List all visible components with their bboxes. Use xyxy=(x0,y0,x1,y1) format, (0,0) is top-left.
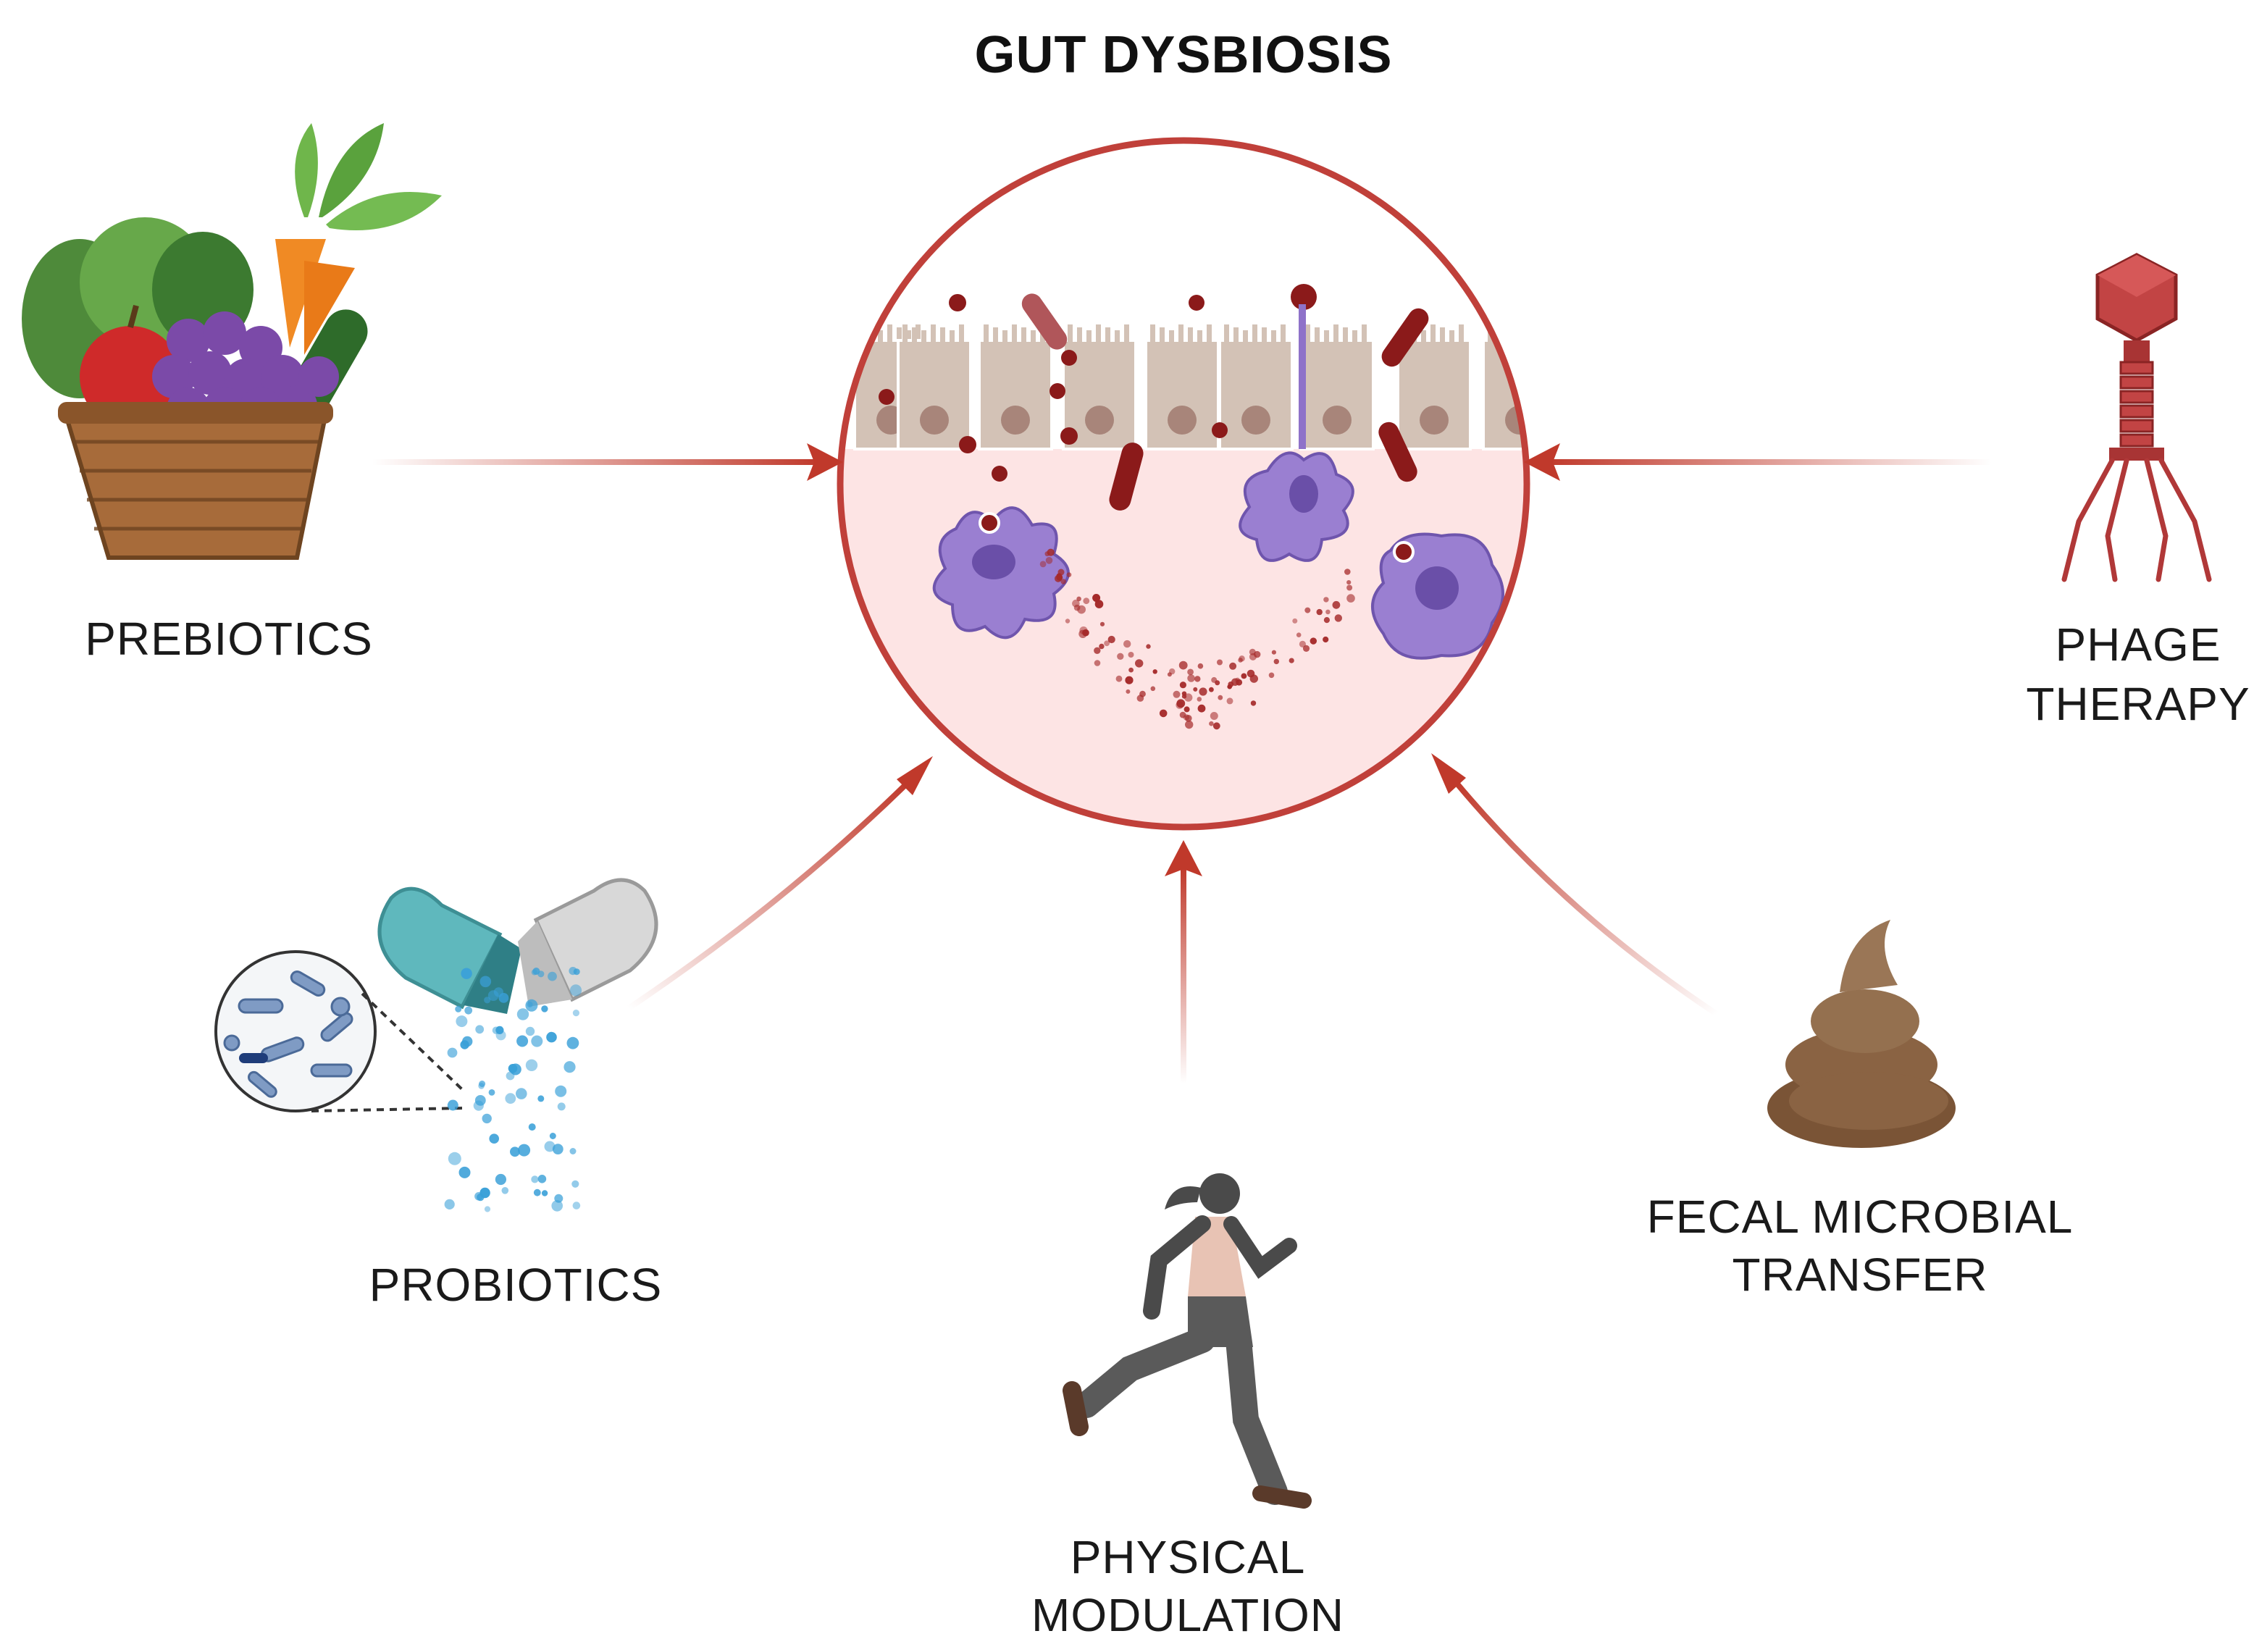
label-fecal-line2: TRANSFER xyxy=(1733,1249,1988,1301)
bacteriophage-icon xyxy=(2061,253,2212,582)
dendritic-cell-center xyxy=(1239,304,1354,562)
stool-icon xyxy=(1767,920,1956,1148)
label-phage-line2: THERAPY xyxy=(2026,678,2250,730)
arrow-prebiotics xyxy=(372,443,843,481)
label-fecal-line1: FECAL MICROBIAL xyxy=(1647,1191,2074,1243)
gut-circle xyxy=(837,137,1530,831)
label-prebiotics: PREBIOTICS xyxy=(85,613,373,665)
arrow-physical xyxy=(1165,840,1202,1083)
gut-circle-border xyxy=(837,137,1530,831)
label-physical-line1: PHYSICAL xyxy=(1071,1531,1306,1583)
label-phage-line1: PHAGE xyxy=(2055,619,2221,671)
probiotic-capsule-icon xyxy=(214,878,658,1212)
runner-icon xyxy=(1063,1173,1312,1509)
bacteria-dots xyxy=(879,284,1317,482)
epithelium-layer xyxy=(853,324,1527,450)
arrows xyxy=(372,443,1992,1083)
arrow-phage xyxy=(1524,443,1992,481)
label-probiotics: PROBIOTICS xyxy=(369,1259,663,1311)
arrow-fecal xyxy=(1431,753,1719,1017)
dendritic-cell-left xyxy=(932,506,1070,640)
label-physical-line2: MODULATION xyxy=(1031,1589,1344,1641)
macrophage-right xyxy=(1371,532,1504,660)
cytokine-particles xyxy=(1039,548,1355,730)
arrow-probiotics xyxy=(627,756,933,1011)
diagram-title: GUT DYSBIOSIS xyxy=(974,26,1392,84)
vegetable-basket-icon xyxy=(22,123,442,560)
bacteria-rods xyxy=(1021,293,1429,511)
